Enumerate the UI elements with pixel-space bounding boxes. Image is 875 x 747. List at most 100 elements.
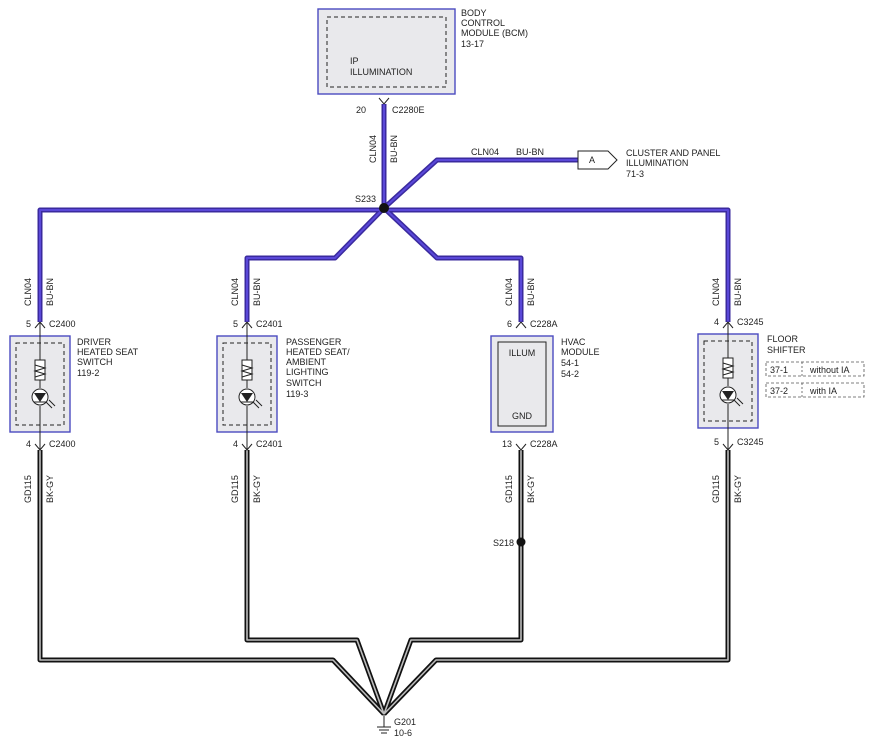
splice-s218-label: S218 xyxy=(493,538,514,548)
driver-bottom-connector: C2400 xyxy=(49,439,76,449)
hvac-bottom-pin: 13 xyxy=(502,439,512,449)
passenger-label-line-3: AMBIENT xyxy=(286,357,327,367)
passenger-top-circuit: CLN04 xyxy=(230,278,240,306)
shifter-top-connector: C3245 xyxy=(737,317,764,327)
ground-page: 10-6 xyxy=(394,728,412,738)
shifter-bottom-color: BK-GY xyxy=(733,475,743,503)
hvac-label-line-3: 54-1 xyxy=(561,358,579,368)
hvac-bottom-color: BK-GY xyxy=(526,475,536,503)
driver-bottom-color: BK-GY xyxy=(45,475,55,503)
cluster-circuit-label: CLN04 xyxy=(471,147,499,157)
hvac-label-line-2: MODULE xyxy=(561,347,600,357)
hvac-inner-gnd: GND xyxy=(512,411,533,421)
driver-label-line-2: HEATED SEAT xyxy=(77,347,139,357)
ground-symbol-icon xyxy=(377,726,391,734)
shifter-bottom-connector-arrow xyxy=(722,443,734,451)
splice-s233 xyxy=(379,203,389,213)
ground-name: G201 xyxy=(394,717,416,727)
hvac-top-circuit: CLN04 xyxy=(504,278,514,306)
bcm-inner-box xyxy=(326,16,447,88)
shifter-ref-1-text: without IA xyxy=(809,365,850,375)
hvac-top-connector-arrow xyxy=(515,321,527,329)
driver-switch: CLN04 BU-BN 5 C2400 DRIVER HEATED SEAT S… xyxy=(9,278,139,503)
bcm-title-line-2: CONTROL xyxy=(461,18,505,28)
passenger-bottom-pin: 4 xyxy=(233,439,238,449)
cluster-color-label: BU-BN xyxy=(516,147,544,157)
splice-s218 xyxy=(516,537,526,547)
passenger-switch: CLN04 BU-BN 5 C2401 PASSENGER HEATED SEA… xyxy=(216,278,350,503)
bcm-connector-arrow xyxy=(378,97,390,105)
bcm-connector-label: C2280E xyxy=(392,105,425,115)
bcm-inner-line-2: ILLUMINATION xyxy=(350,67,412,77)
cluster-label-line-1: CLUSTER AND PANEL xyxy=(626,148,720,158)
hvac-top-connector: C228A xyxy=(530,319,558,329)
bcm-inner-line-1: IP xyxy=(350,56,359,66)
driver-top-color: BU-BN xyxy=(45,278,55,306)
shifter-bottom-connector: C3245 xyxy=(737,437,764,447)
ground-g201: G201 10-6 xyxy=(377,714,416,738)
driver-bottom-pin: 4 xyxy=(26,439,31,449)
passenger-bottom-connector-arrow xyxy=(241,443,253,451)
driver-bottom-circuit: GD115 xyxy=(23,475,33,503)
shifter-top-circuit: CLN04 xyxy=(711,278,721,306)
shifter-led-triangle-icon xyxy=(722,391,734,400)
shifter-label-line-2: SHIFTER xyxy=(767,345,806,355)
passenger-top-color: BU-BN xyxy=(252,278,262,306)
driver-label-line-1: DRIVER xyxy=(77,337,112,347)
hvac-bottom-connector-arrow xyxy=(515,443,527,451)
bcm-title-line-3: MODULE (BCM) xyxy=(461,28,528,38)
driver-top-connector: C2400 xyxy=(49,319,76,329)
splice-s233-label: S233 xyxy=(355,194,376,204)
shifter-top-pin: 4 xyxy=(714,317,719,327)
passenger-led-rays-icon xyxy=(241,399,263,409)
trunk-circuit-label: CLN04 xyxy=(368,135,378,163)
shifter-ref-1-page: 37-1 xyxy=(770,365,788,375)
bcm-box xyxy=(317,8,456,95)
shifter-label-line-1: FLOOR xyxy=(767,334,799,344)
cluster-label-line-3: 71-3 xyxy=(626,169,644,179)
passenger-top-connector: C2401 xyxy=(256,319,283,329)
driver-led-triangle-icon xyxy=(34,393,46,402)
cluster-flag-arrow-icon xyxy=(577,150,618,170)
cluster-flag-letter: A xyxy=(589,155,595,165)
bcm-pin-number: 20 xyxy=(356,105,366,115)
hvac-top-pin: 6 xyxy=(507,319,512,329)
shifter-led-rays-icon xyxy=(722,397,744,407)
driver-top-pin: 5 xyxy=(26,319,31,329)
bcm-module: IP ILLUMINATION BODY CONTROL MODULE (BCM… xyxy=(317,8,528,95)
hvac-label-line-1: HVAC xyxy=(561,337,586,347)
hvac-bottom-circuit: GD115 xyxy=(504,475,514,503)
driver-label-line-3: SWITCH xyxy=(77,357,113,367)
shifter-bottom-pin: 5 xyxy=(714,437,719,447)
driver-label-line-4: 119-2 xyxy=(77,368,99,378)
passenger-top-pin: 5 xyxy=(233,319,238,329)
bcm-title-line-4: 13-17 xyxy=(461,39,484,49)
passenger-label-line-2: HEATED SEAT/ xyxy=(286,347,350,357)
hvac-inner-illum: ILLUM xyxy=(509,348,536,358)
hvac-inner-box xyxy=(497,341,547,427)
driver-resistor-zigzag-icon xyxy=(33,364,47,378)
bcm-title-line-1: BODY xyxy=(461,8,487,18)
hvac-label-line-4: 54-2 xyxy=(561,369,579,379)
trunk-color-label: BU-BN xyxy=(389,135,399,163)
hvac-bottom-connector: C228A xyxy=(530,439,558,449)
gd115-wire-network xyxy=(37,450,731,716)
passenger-resistor-zigzag-icon xyxy=(240,364,254,378)
shifter-ref-box-2 xyxy=(765,382,865,398)
passenger-bottom-circuit: GD115 xyxy=(230,475,240,503)
driver-bottom-connector-arrow xyxy=(34,443,46,451)
passenger-label-line-1: PASSENGER xyxy=(286,337,342,347)
driver-top-circuit: CLN04 xyxy=(23,278,33,306)
passenger-led-triangle-icon xyxy=(241,393,253,402)
driver-led-rays-icon xyxy=(34,399,56,409)
shifter-ref-2-text: with IA xyxy=(809,386,837,396)
cluster-label-line-2: ILLUMINATION xyxy=(626,158,688,168)
shifter-top-color: BU-BN xyxy=(733,278,743,306)
shifter-ref-2-page: 37-2 xyxy=(770,386,788,396)
passenger-bottom-color: BK-GY xyxy=(252,475,262,503)
floor-shifter: CLN04 BU-BN 4 C3245 FLOOR SHIFTER 37-1 w… xyxy=(697,278,865,503)
shifter-bottom-circuit: GD115 xyxy=(711,475,721,503)
hvac-module: CLN04 BU-BN 6 C228A ILLUM GND HVAC MODUL… xyxy=(490,278,600,548)
hvac-top-color: BU-BN xyxy=(526,278,536,306)
